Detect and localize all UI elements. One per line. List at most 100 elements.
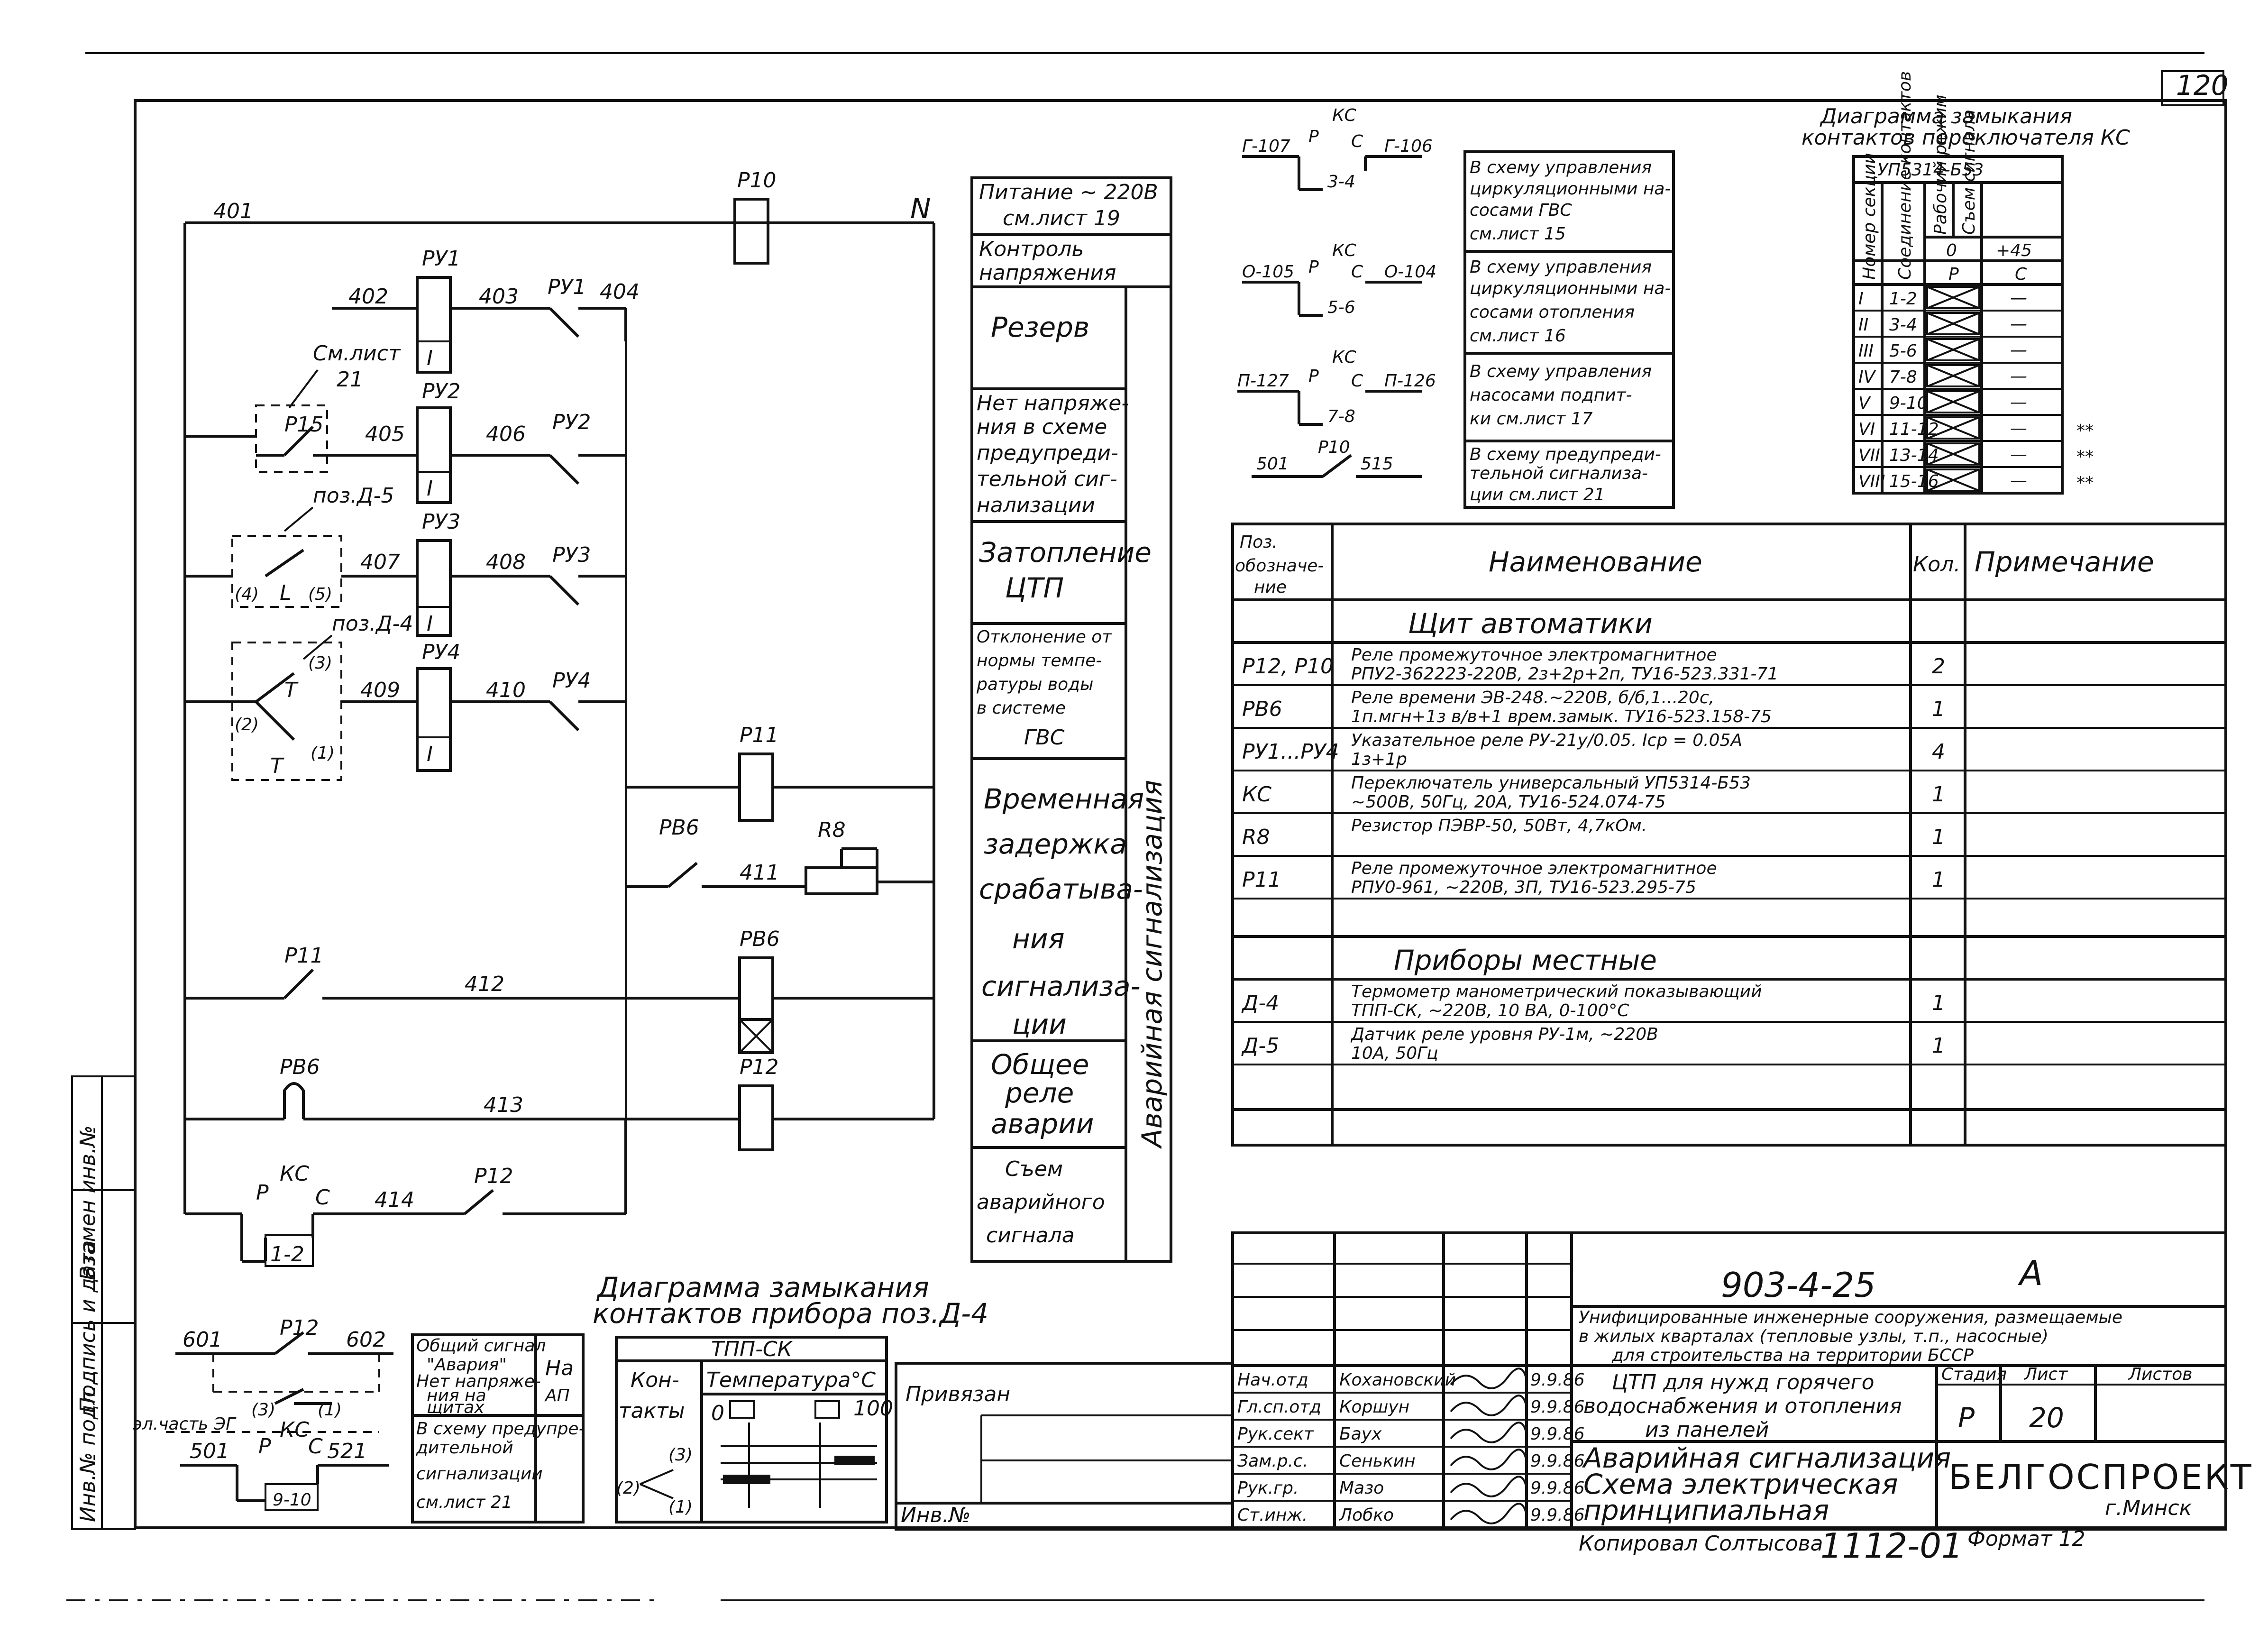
staff-signature: [1450, 1395, 1527, 1416]
tb-letter: А: [2018, 1253, 2043, 1293]
ks-row-signal: —: [2010, 445, 2027, 464]
ks-row-note: **: [2076, 421, 2094, 441]
coil-ru1: [416, 276, 452, 374]
ks-row-contacts: 15-16: [1889, 472, 1939, 491]
tb-desc-1: в жилых кварталах (тепловые узлы, т.п., …: [1579, 1327, 2049, 1346]
staff-role: Нач.отд: [1237, 1370, 1308, 1390]
label-ru1-contact: РУ1: [548, 275, 586, 299]
page-number: 120: [2176, 69, 2229, 101]
bl-note2-2: сигнализации: [416, 1464, 543, 1484]
ks-row-section: VI: [1858, 420, 1875, 439]
ks2-note-1: циркуляционными на-: [1470, 279, 1671, 298]
staff-name: Сенькин: [1339, 1451, 1416, 1471]
ks3-ks: КС: [1332, 348, 1357, 367]
staff-signature: [1450, 1449, 1527, 1470]
wire-403: 403: [479, 285, 519, 309]
staff-signature: [1450, 1367, 1527, 1389]
ks-row-contacts: 5-6: [1889, 341, 1917, 361]
ks-row-signal: —: [2010, 288, 2027, 308]
pos-d5: поз.Д-5: [313, 484, 394, 508]
ks-head-section: Номер секции: [1860, 153, 1879, 280]
d4-contact-2: (2): [235, 715, 259, 734]
spec-head-qty: Кол.: [1913, 552, 1960, 577]
coil-ru3: [416, 539, 452, 637]
ks-row-closed-cross: [1927, 364, 1980, 387]
tb-linked: Привязан: [905, 1382, 1010, 1406]
ks-row-section: VIII: [1858, 472, 1885, 491]
wire-401: 401: [213, 199, 253, 223]
ks-row-closed-cross: [1927, 416, 1980, 440]
staff-date: 9.9.86: [1530, 1397, 1585, 1417]
ks-row-closed-cross: [1927, 312, 1980, 335]
ks-row-closed-mark: [1926, 468, 1980, 492]
ks4-note-2: ции см.лист 21: [1470, 485, 1605, 505]
staff-name: Кохановский: [1339, 1370, 1456, 1390]
spec-section-2: Приборы местные: [1394, 944, 1657, 976]
spec-row-name-1: Реле промежуточное электромагнитное: [1351, 859, 1717, 878]
tb-sheet-label: Лист: [2023, 1365, 2068, 1384]
tb-stage: Р: [1958, 1402, 1975, 1434]
spec-row-name-1: Термометр манометрический показывающий: [1351, 982, 1762, 1001]
see-sheet-21-a: См.лист: [313, 341, 401, 366]
ks-diag-title-1: контактов переключателя КС: [1802, 126, 2130, 150]
d4-col1: Кон-: [631, 1368, 679, 1392]
tb-city: г.Минск: [2105, 1496, 2192, 1520]
spec-row-name-2: 1з+1р: [1351, 750, 1407, 769]
fc-row3-line1: ния в схеме: [977, 415, 1107, 439]
ks-row-signal: —: [2010, 367, 2027, 386]
fc-row7-line0: Общее: [991, 1048, 1089, 1081]
label-p11-contact: Р11: [284, 944, 324, 968]
fc-row2-line0: Резерв: [991, 311, 1089, 343]
spec-row-name-1: Датчик реле уровня РУ-1м, ~220В: [1350, 1025, 1658, 1044]
wire-402: 402: [348, 285, 388, 309]
wire-410: 410: [486, 678, 526, 702]
spec-row-pos: Д-5: [1241, 1034, 1279, 1058]
wire-405: 405: [365, 422, 405, 446]
label-ru3-contact: РУ3: [552, 543, 591, 567]
wire-414: 414: [375, 1188, 414, 1212]
ks-row-note: **: [2076, 447, 2094, 467]
spec-row-qty: 4: [1932, 740, 1945, 764]
fc-row8-line1: аварийного: [977, 1190, 1105, 1214]
tb-format: Формат 12: [1967, 1527, 2085, 1551]
fc-row5-line4: ГВС: [1024, 725, 1065, 750]
spec-rows-local: Д-4 Термометр манометрический показывающи…: [1233, 982, 2226, 1065]
ks-row-signal: —: [2010, 393, 2027, 412]
wire-412: 412: [465, 972, 504, 996]
ks4-right: 515: [1361, 454, 1393, 474]
spec-head-note: Примечание: [1975, 546, 2154, 578]
spec-head-name: Наименование: [1489, 546, 1702, 578]
side-stamp-inv-podl: Инв.№ подл.: [76, 1385, 100, 1522]
ks1-p: Р: [1308, 127, 1319, 147]
ks1-ks: КС: [1332, 106, 1357, 125]
bl-note2-0: В схему предупре-: [416, 1419, 585, 1439]
ks4-left: 501: [1256, 454, 1289, 474]
fc-row0-line0: Питание ~ 220В: [979, 180, 1158, 204]
ks-row-section: II: [1858, 315, 1868, 335]
spec-row-pos: РУ1...РУ4: [1242, 740, 1339, 764]
spec-head-pos-1: обозначе-: [1235, 556, 1324, 576]
function-column: Аварийная сигнализация Питание ~ 220В см…: [970, 176, 1172, 1263]
ks2-note-3: см.лист 16: [1470, 326, 1566, 346]
tb-doc-number: 1112-01: [1820, 1526, 1963, 1566]
label-p12: Р12: [740, 1055, 779, 1079]
ks1-note-0: В схему управления: [1470, 158, 1652, 177]
wire-404: 404: [600, 280, 640, 304]
coil-rv6: [738, 956, 774, 1054]
fc-row8-line2: сигнала: [986, 1223, 1075, 1248]
bl-c: С: [308, 1434, 323, 1459]
spec-row-name-1: Переключатель универсальный УП5314-Б53: [1351, 773, 1751, 793]
bl-na: На: [545, 1356, 574, 1380]
spec-row-qty: 1: [1932, 697, 1945, 721]
function-vertical-label: Аварийная сигнализация: [1136, 780, 1168, 1149]
fc-row5-line1: нормы темпе-: [977, 651, 1102, 670]
ks4-p10: Р10: [1318, 438, 1350, 457]
ks-row-signal: —: [2010, 340, 2027, 360]
tb-sheet: 20: [2029, 1402, 2064, 1434]
spec-head-pos-0: Поз.: [1240, 532, 1278, 552]
ks-contact-1-2-label: 1-2: [270, 1242, 304, 1267]
spec-row-pos: Д-4: [1241, 991, 1279, 1015]
d4-scale-min: 0: [711, 1401, 724, 1425]
side-stamp-replace: Взамен инв.№: [76, 1125, 100, 1280]
